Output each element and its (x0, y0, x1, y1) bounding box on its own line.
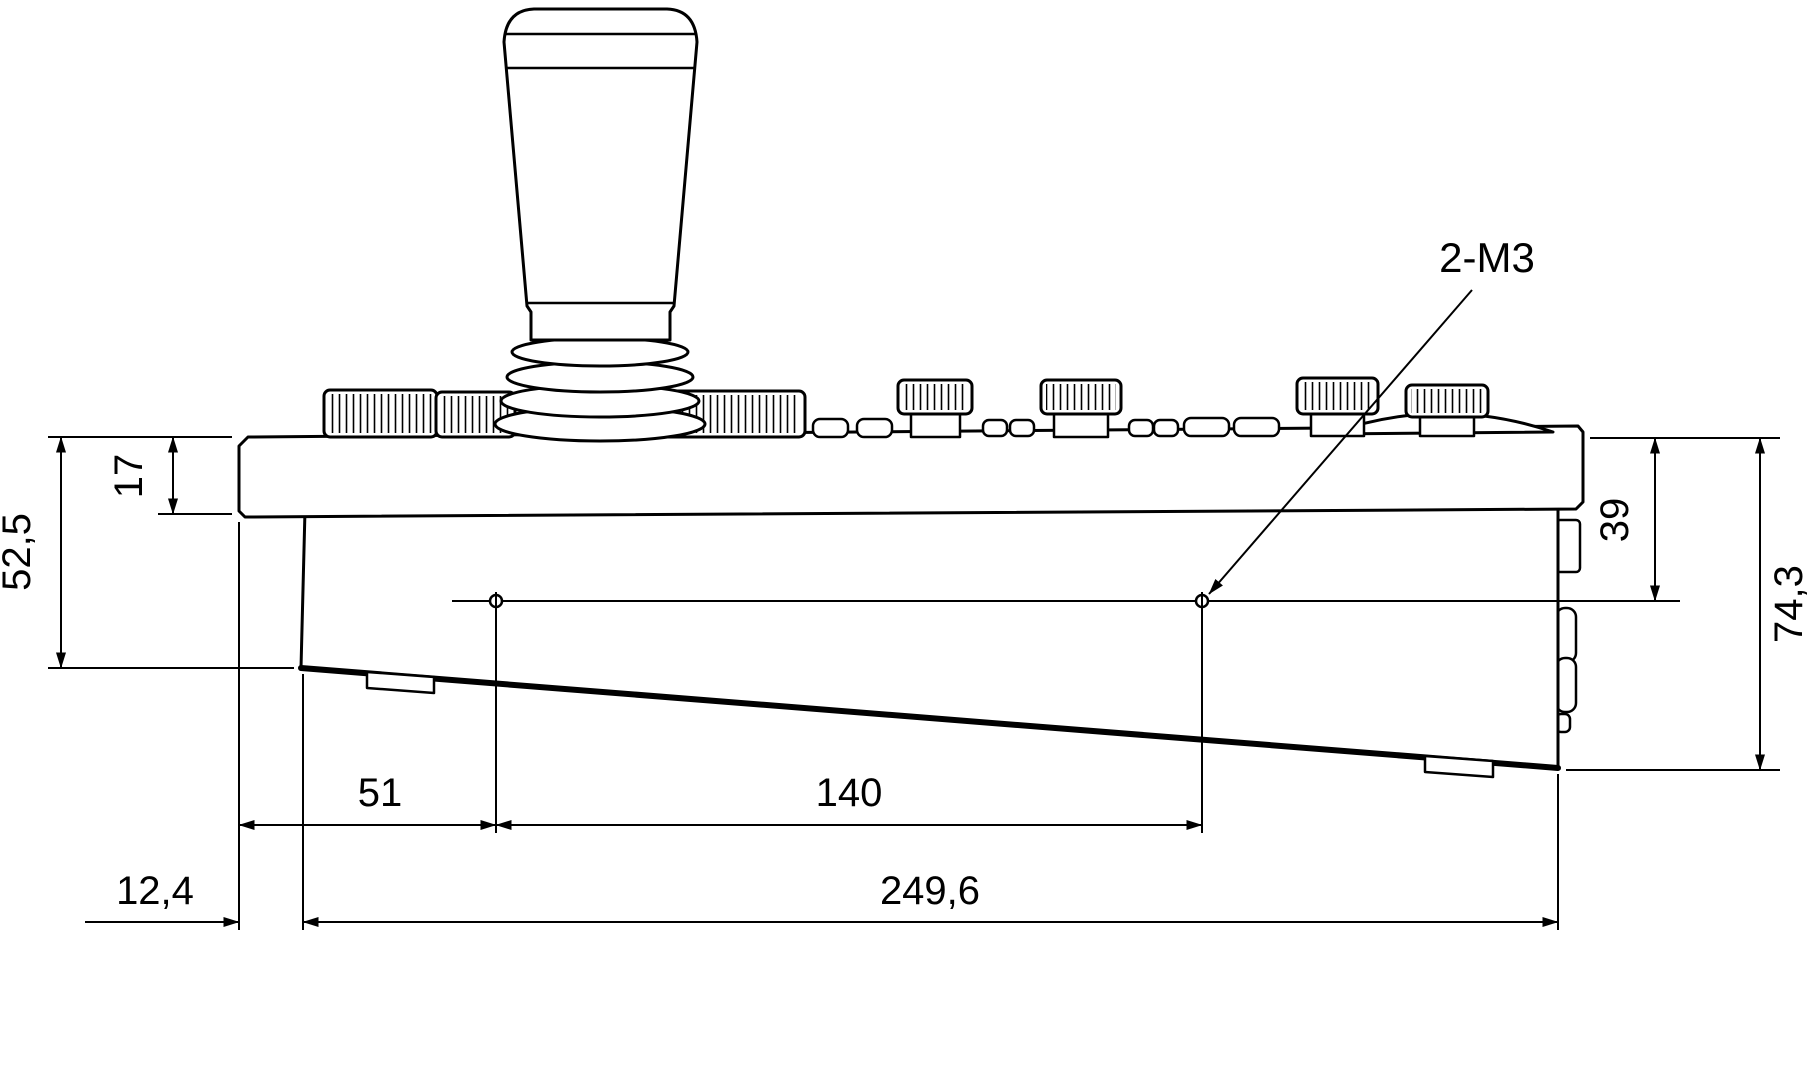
dimension-base-length: 249,6 (302, 869, 1559, 927)
dim-label-hole-line-from-top: 39 (1593, 498, 1637, 543)
knurl-texture (1411, 389, 1483, 413)
dimension-panel-thickness: 17 (107, 436, 178, 515)
callout-hole-thread: 2-M3 (1208, 234, 1535, 595)
enclosure-bottom-edge (298, 665, 1561, 771)
device-view (237, 7, 1680, 779)
stem-knob-2 (1039, 378, 1123, 439)
dimension-overall-height: 74,3 (1755, 437, 1811, 771)
dimension-hole-spacing: 140 (495, 771, 1203, 830)
mounting-foot-right (1423, 754, 1495, 779)
dimension-front-height: 52,5 (0, 436, 66, 669)
dimension-hole-line-from-top: 39 (1593, 437, 1660, 602)
handle-outline (502, 7, 699, 342)
switch-bump (981, 418, 1009, 438)
joystick-bellows (493, 336, 707, 443)
stem-knob-3 (1295, 376, 1380, 438)
bellows-ring (510, 336, 690, 368)
hole-callout-label: 2-M3 (1439, 234, 1535, 281)
stem-knob-4 (1404, 383, 1490, 438)
dim-label-hole-spacing: 140 (816, 771, 883, 815)
switch-bump (811, 417, 850, 439)
dim-label-front-overhang: 12,4 (116, 869, 194, 913)
switch-bump (855, 417, 894, 439)
stem-knob-1 (896, 378, 974, 439)
knurl-texture (1046, 384, 1116, 410)
switch-bump (1008, 418, 1036, 438)
mounting-foot-left (365, 670, 436, 695)
joystick-handle (502, 7, 699, 342)
dimension-hole-offset-left: 51 (238, 771, 497, 830)
dim-label-base-length: 249,6 (880, 869, 980, 913)
knurl-texture (329, 394, 432, 433)
enclosure-body (299, 501, 1560, 770)
switch-bump (1152, 418, 1180, 438)
switch-bump (1182, 416, 1231, 438)
leader-line (1208, 289, 1473, 595)
dimension-front-overhang: 12,4 (85, 869, 240, 927)
dim-label-front-height: 52,5 (0, 513, 39, 591)
knurl-texture (903, 384, 967, 410)
side-connector-square (1554, 518, 1582, 574)
dim-label-hole-offset-left: 51 (358, 771, 403, 815)
dim-label-overall-height: 74,3 (1767, 565, 1811, 643)
dim-label-panel-thickness: 17 (107, 454, 151, 499)
switch-bump (1232, 416, 1281, 438)
knurl-texture (1302, 382, 1373, 410)
switch-bump (1127, 418, 1155, 438)
dimensions: 52,5 17 39 74,3 51 (0, 234, 1811, 930)
knurled-knob-1 (322, 388, 439, 439)
control-panel (237, 424, 1585, 519)
